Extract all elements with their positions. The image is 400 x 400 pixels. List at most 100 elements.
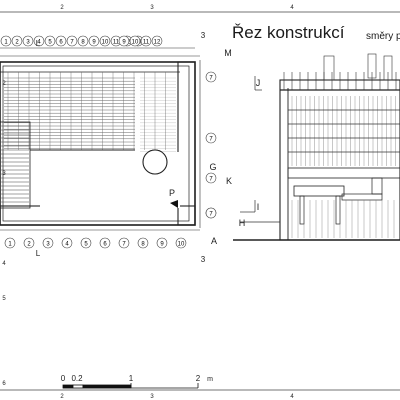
right-marker: 7 (205, 207, 217, 219)
top-marker: 10 (99, 35, 111, 47)
sheet-frame (0, 11, 400, 391)
top-marker-label: 11 (113, 39, 120, 45)
plan-grid-letter: G (209, 162, 216, 172)
top-marker-right: 10 (129, 35, 141, 47)
right-marker-label: 7 (209, 176, 213, 182)
top-marker-label: 5 (48, 39, 52, 45)
bottom-marker-label: 6 (103, 241, 107, 247)
top-marker-label: 2 (15, 39, 19, 45)
bottom-axis-markers: 1 2 3 4 5 6 7 8 9 10 (4, 237, 187, 249)
bottom-marker-label: 5 (84, 241, 88, 247)
bottom-marker: 7 (118, 237, 130, 249)
top-marker: 9 (88, 35, 100, 47)
section-structure (233, 79, 400, 241)
bottom-marker: 6 (99, 237, 111, 249)
scale-bar (62, 383, 199, 389)
top-marker: 1 (0, 35, 12, 47)
plan-section-label: 3 (201, 31, 206, 40)
bottom-marker-label: 4 (65, 241, 69, 247)
plan-section-label: L (36, 249, 41, 258)
plan-section-label: L (36, 39, 41, 48)
right-marker: 7 (205, 132, 217, 144)
top-marker-label: 7 (70, 39, 74, 45)
left-ruler-label: 6 (2, 381, 6, 387)
scale-unit-label: m (207, 376, 213, 383)
top-marker-right: 12 (151, 35, 163, 47)
section-grid-letter: J (256, 78, 261, 88)
bench-hatching (1, 125, 135, 203)
stove-outline (142, 149, 168, 175)
top-marker-label: 3 (26, 39, 30, 45)
bottom-marker: 3 (42, 237, 54, 249)
bottom-marker-label: 1 (8, 241, 12, 247)
bottom-marker: 5 (80, 237, 92, 249)
left-ruler-label: 2 (2, 81, 6, 87)
section-grid-letter: I (257, 202, 260, 212)
right-marker-label: 7 (209, 136, 213, 142)
top-marker-label: 10 (102, 39, 109, 45)
scale-tick-label: 0 (61, 374, 66, 383)
bottom-marker-label: 7 (122, 241, 126, 247)
bottom-marker-label: 3 (46, 241, 50, 247)
entrance-arrow-icon (170, 200, 178, 208)
plan-grid-letter: A (211, 236, 217, 246)
plan-section-label: 3 (201, 255, 206, 264)
plan-rafters (7, 72, 166, 150)
top-marker-right-label: 12 (154, 39, 161, 45)
section-boards (288, 96, 400, 238)
top-marker-label: 6 (59, 39, 63, 45)
bottom-marker-label: 2 (27, 241, 31, 247)
top-marker-right-label: 10 (132, 39, 139, 45)
bottom-marker: 1 (4, 237, 16, 249)
bottom-marker: 9 (156, 237, 168, 249)
section-grid-letter: H (239, 218, 246, 228)
top-marker-label: 8 (81, 39, 85, 45)
right-marker-label: 7 (209, 211, 213, 217)
bottom-marker: 8 (137, 237, 149, 249)
top-ruler-label: 4 (290, 5, 294, 11)
drawing-title: Řez konstrukcí (232, 23, 345, 42)
top-marker: 7 (66, 35, 78, 47)
top-axis-markers: 123456789101112131211109 (0, 35, 163, 47)
left-ruler-label: 5 (2, 296, 6, 302)
top-marker-right-label: 11 (143, 39, 150, 45)
top-marker-label: 1 (4, 39, 8, 45)
top-marker: 4 (33, 35, 45, 47)
right-axis-markers: 77777 (205, 71, 217, 219)
bottom-marker: 10 (175, 237, 187, 249)
top-marker-right: 9 (118, 35, 130, 47)
top-marker-label: 9 (92, 39, 96, 45)
right-marker: 7 (205, 172, 217, 184)
scale-tick-label: 1 (129, 374, 134, 383)
scale-tick-label: 2 (196, 374, 201, 383)
top-marker: 6 (55, 35, 67, 47)
top-ruler-label: 3 (150, 5, 154, 11)
bottom-marker-label: 10 (178, 241, 185, 247)
bottom-marker: 4 (61, 237, 73, 249)
plan-grid-letter: K (226, 176, 232, 186)
left-ruler-label: 4 (2, 261, 6, 267)
bottom-marker-label: 9 (160, 241, 164, 247)
bottom-ruler-label: 3 (150, 394, 154, 400)
right-marker: 7 (205, 71, 217, 83)
plan-grid-letter: M (224, 48, 232, 58)
top-marker: 8 (77, 35, 89, 47)
top-marker-right-label: 9 (122, 39, 126, 45)
bottom-ruler-label: 2 (60, 394, 64, 400)
top-marker: 5 (44, 35, 56, 47)
scale-tick-label: 0.2 (71, 374, 83, 383)
right-marker-label: 7 (209, 75, 213, 81)
bottom-marker-label: 8 (141, 241, 145, 247)
top-marker: 3 (22, 35, 34, 47)
section-level-markers (240, 76, 280, 223)
top-ruler-label: 2 (60, 5, 64, 11)
left-ruler-label: 3 (2, 171, 6, 177)
plan-bench-block (0, 121, 31, 209)
plan-dimension-lines (0, 47, 201, 231)
section-roof-posts (283, 53, 397, 90)
top-marker: 2 (11, 35, 23, 47)
top-marker-label: 4 (37, 39, 41, 45)
